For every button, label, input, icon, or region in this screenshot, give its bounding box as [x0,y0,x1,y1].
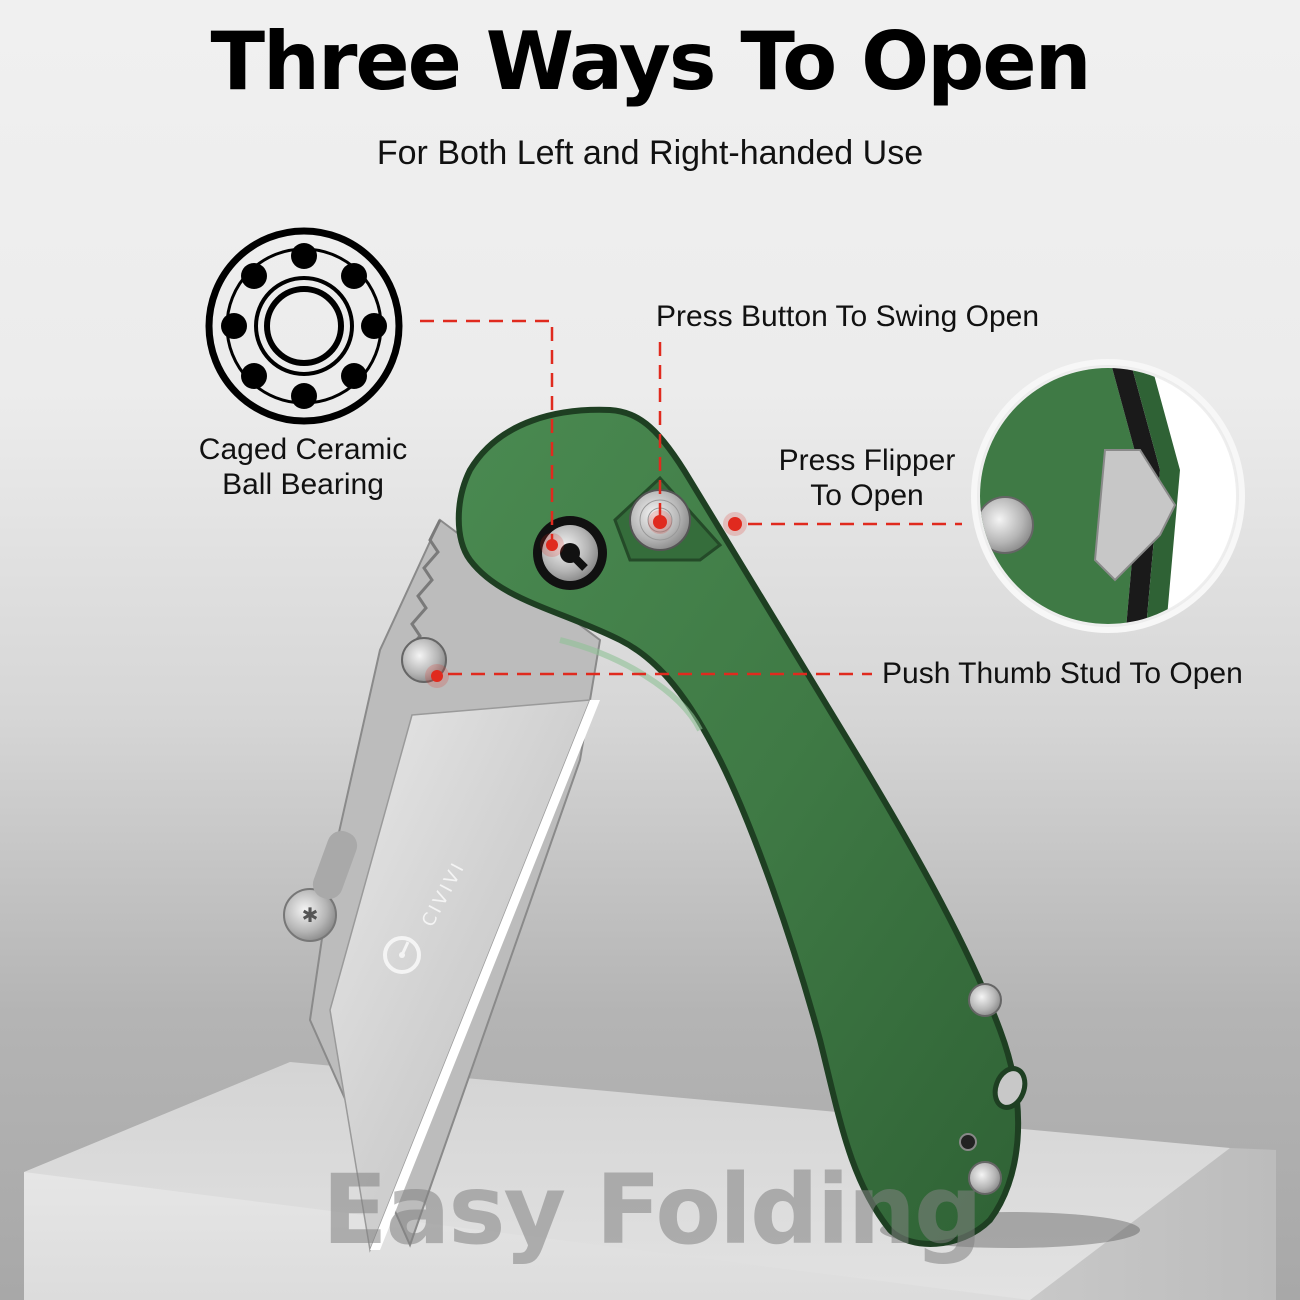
flipper-label-line1: Press Flipper [778,444,956,477]
page-title: Three Ways To Open [210,15,1091,108]
knife-handle [455,406,1028,1247]
bearing-label-line1: Caged Ceramic [198,433,408,466]
knife-blade: ✱ [283,518,602,1253]
svg-text:✱: ✱ [302,903,319,927]
page-subtitle: For Both Left and Right-handed Use [376,134,924,172]
bearing-label-line2: Ball Bearing [222,468,384,502]
bearing-callout-line [420,319,554,545]
flipper-label: Press Flipper To Open [762,444,972,514]
thumb-stud-label: Push Thumb Stud To Open [882,657,1243,690]
flipper-detail-inset [971,359,1245,633]
callout-lines [420,319,962,676]
ball-bearing-icon [205,227,403,425]
easy-folding-watermark: Easy Folding [322,1154,983,1266]
button-label: Press Button To Swing Open [656,300,1039,333]
callout-dots [425,510,747,688]
brand-logo [383,936,421,974]
bearing-label: Caged Ceramic Ball Bearing [172,432,434,503]
flipper-label-line2: To Open [810,478,924,512]
